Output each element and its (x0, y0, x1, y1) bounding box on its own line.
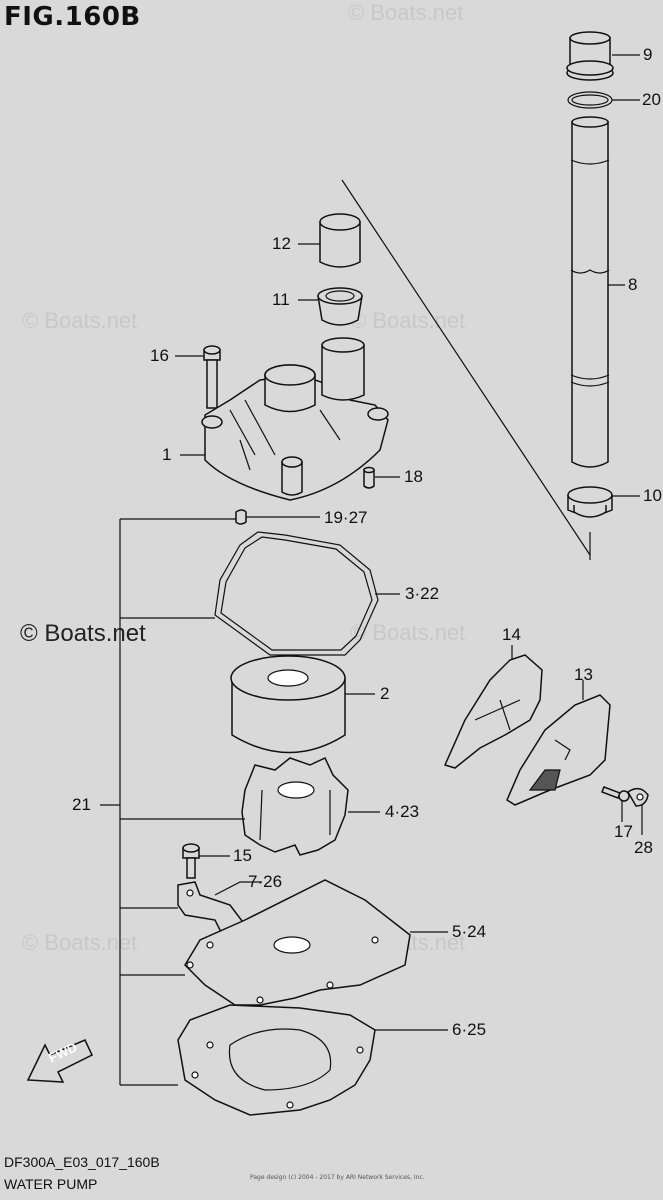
fwd-arrow-icon (26, 1039, 93, 1083)
label-part-12: 12 (272, 234, 291, 253)
label-part-14: 14 (502, 625, 521, 644)
watermark: © Boats.net (350, 308, 466, 333)
part-12-sleeve (319, 213, 361, 268)
label-part-9: 9 (643, 45, 653, 64)
footer-code: DF300A_E03_017_160B (4, 1154, 160, 1170)
watermark: © Boats.net (22, 930, 138, 955)
label-part-11: 11 (272, 290, 290, 309)
footer-name: WATER PUMP (4, 1176, 98, 1192)
part-19-key (235, 509, 247, 525)
label-part-19-27: 19·27 (324, 508, 368, 527)
label-part-21: 21 (72, 795, 91, 814)
watermark: © Boats.net (22, 308, 138, 333)
watermark: © Boats.net (350, 620, 466, 645)
figure-title: FIG.160B (4, 2, 141, 32)
part-15-bolt (182, 843, 200, 879)
label-part-5-24: 5·24 (452, 922, 487, 941)
part-16-bolt (203, 345, 221, 409)
label-part-1: 1 (162, 445, 172, 464)
part-17-screw (601, 786, 630, 802)
part-4-impeller (241, 757, 349, 856)
label-part-16: 16 (150, 346, 169, 365)
part-8-water-tube (570, 116, 610, 468)
part-10-grommet (567, 486, 613, 518)
label-part-28: 28 (634, 838, 653, 857)
label-part-4-23: 4·23 (385, 802, 420, 821)
label-part-18: 18 (404, 467, 423, 486)
part-11-seal (317, 287, 363, 326)
label-part-20: 20 (642, 90, 661, 109)
part-18-pin (363, 466, 375, 489)
label-part-8: 8 (628, 275, 638, 294)
part-2-liner (230, 655, 346, 754)
label-part-3-22: 3·22 (405, 584, 440, 603)
label-part-13: 13 (574, 665, 593, 684)
label-part-17: 17 (614, 822, 633, 841)
copyright-tiny-print: Page design (c) 2004 - 2017 by ARI Netwo… (250, 1174, 425, 1181)
part-3-liner-seal (214, 531, 379, 656)
part-6-gasket (177, 1004, 376, 1116)
label-part-6-25: 6·25 (452, 1020, 487, 1039)
part-9-cap (566, 31, 614, 81)
part-14-cover (443, 654, 543, 769)
part-28-clamp (627, 787, 649, 807)
watermark: © Boats.net (20, 620, 146, 647)
watermark: © Boats.net (348, 0, 464, 25)
label-part-15: 15 (233, 846, 252, 865)
part-5-gasket (184, 879, 411, 1006)
part-13-cover (506, 694, 611, 806)
label-part-7-26: 7·26 (248, 872, 283, 891)
label-part-10: 10 (643, 486, 662, 505)
label-part-2: 2 (380, 684, 390, 703)
part-1-pump-case (201, 337, 389, 501)
